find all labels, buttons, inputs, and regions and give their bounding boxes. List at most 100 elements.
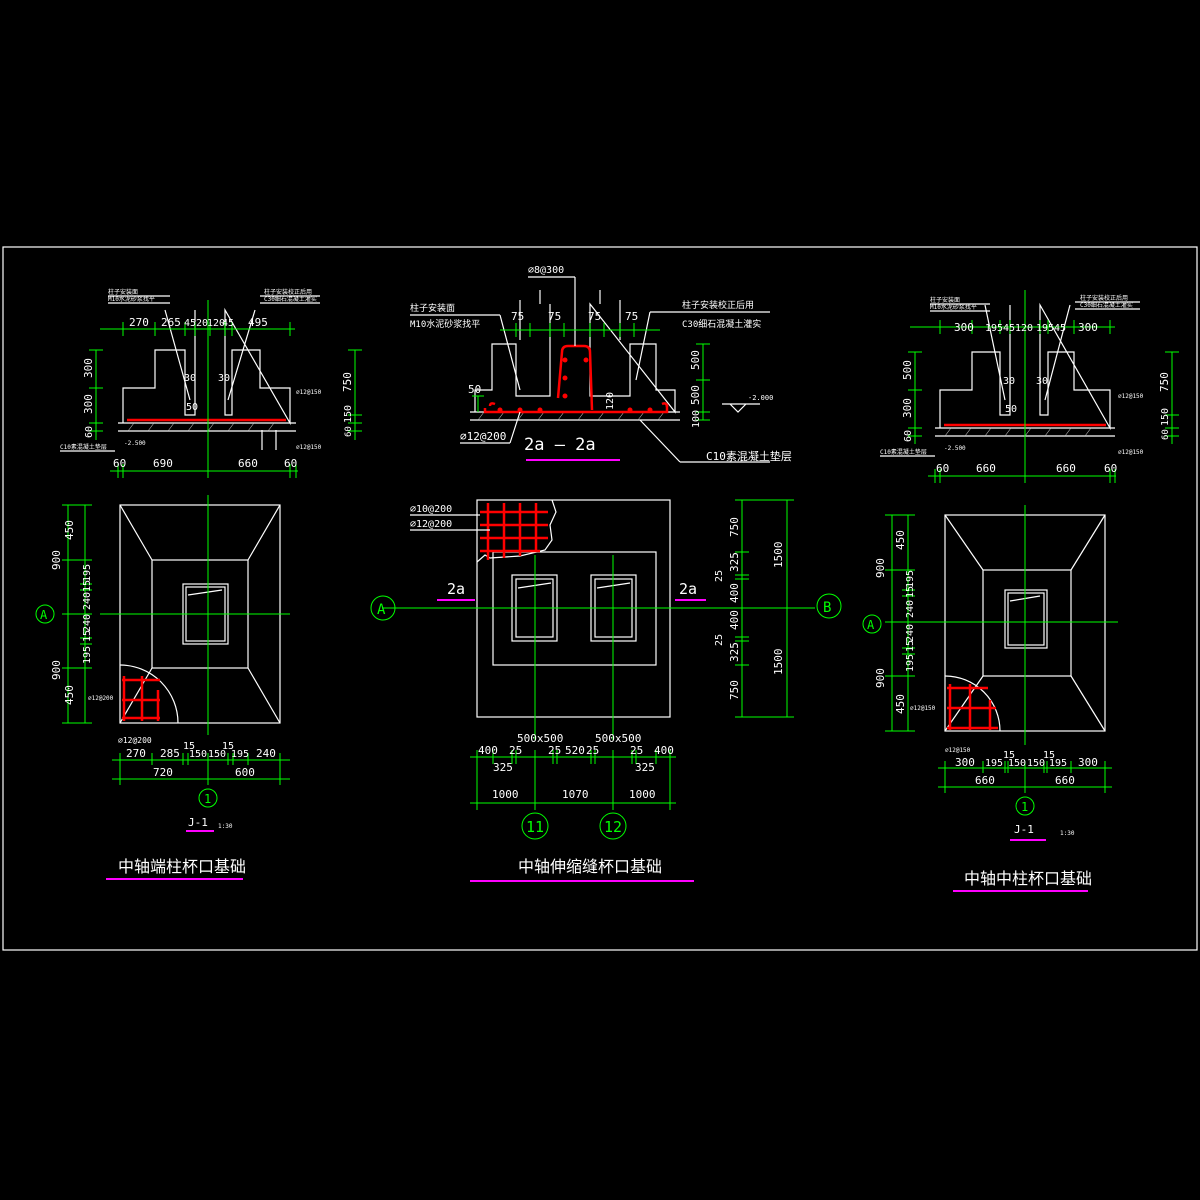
dim-text: 25 [630, 744, 643, 757]
dim-text: 495 [248, 316, 268, 329]
middle-plan-rebar-grid [480, 503, 548, 560]
note-text: 柱子安装校正后用 [264, 288, 312, 296]
dim-text: 450 [63, 520, 76, 540]
rebar-note: ∅12@200 [410, 519, 452, 530]
section-mark: 2a [447, 580, 465, 598]
note-text: M10水泥砂浆找平 [410, 318, 480, 330]
drawing-frame [2, 246, 1198, 951]
dim-text: 400 [728, 583, 741, 603]
dim-text: 150 [1027, 758, 1045, 769]
left-section-outline [122, 307, 291, 426]
axis-label: A [377, 602, 386, 618]
dim-text: 120 [1015, 323, 1033, 334]
dim-text: 500 [901, 360, 914, 380]
dim-text: 400 [478, 744, 498, 757]
note-text: C10素混凝土垫层 [60, 443, 107, 451]
right-plan-rebar-grid [947, 684, 998, 730]
axis-bubble-1 [1015, 796, 1035, 816]
dim-text: 270 [129, 316, 149, 329]
note-text: M10水泥砂浆找平 [108, 295, 155, 303]
dim-text: 195 [1049, 758, 1067, 769]
dim-text: 750 [728, 517, 741, 537]
note-text: 柱子安装面 [108, 288, 138, 296]
axis-label: 1 [204, 792, 211, 806]
dim-text: 265 [161, 316, 181, 329]
dim-text: 240 [82, 592, 93, 610]
middle-section-cup-rebar [556, 344, 594, 411]
axis-label: 12 [604, 818, 622, 836]
dim-text: 195 [985, 758, 1003, 769]
drawing-title-middle: 中轴伸缩缝杯口基础 [518, 857, 662, 876]
dim-text: 50 [468, 383, 481, 396]
dim-text: 300 [901, 398, 914, 418]
elevation-text: -2.000 [748, 394, 773, 402]
dim-text: 120 [207, 318, 225, 329]
dim-text: 15 [1043, 750, 1055, 761]
dim-text: 15 [82, 630, 93, 642]
right-section-view: 300 195 45 120 195 45 300 60 660 660 60 … [880, 290, 1179, 483]
dim-text: 60 [936, 462, 949, 475]
dim-text: 325 [635, 761, 655, 774]
left-section-view: 270 265 45 20 120 45 495 60 690 660 60 3… [60, 288, 362, 478]
dim-text: 150 [189, 749, 207, 760]
dim-text: 150 [343, 405, 354, 423]
dim-text: 750 [1158, 372, 1171, 392]
dim-text: 240 [82, 614, 93, 632]
note-text: ∅12@150 [910, 705, 936, 712]
dim-text: 75 [511, 310, 524, 323]
dim-text: 1000 [492, 788, 519, 801]
dim-text: 60 [344, 426, 354, 437]
note-text: ∅12@200 [88, 695, 114, 702]
dim-text: 285 [160, 747, 180, 760]
dim-text: 75 [588, 310, 601, 323]
dim-text: 15 [905, 586, 916, 598]
axis-bubble-11 [521, 812, 549, 840]
dim-text: 325 [728, 552, 741, 572]
dim-text: 750 [341, 372, 354, 392]
axis-bubble-a [370, 595, 396, 621]
dim-text: 150 [1160, 408, 1171, 426]
dim-text: 900 [50, 550, 63, 570]
note-text: C10素混凝土垫层 [706, 449, 792, 463]
note-text: ∅12@150 [296, 389, 322, 396]
middle-plan-view: ∅10@200 ∅12@200 A B 2a 2a 750 325 25 400… [370, 499, 842, 882]
note-text: ∅12@150 [1118, 449, 1144, 456]
dim-text: 75 [548, 310, 561, 323]
dim-text: 195 [231, 749, 249, 760]
dim-text: 1070 [562, 788, 589, 801]
dim-text: 45 [184, 318, 196, 329]
dim-text: 240 [256, 747, 276, 760]
dim-text: 60 [903, 430, 914, 442]
dim-text: 195 [905, 654, 916, 672]
dim-text: 120 [605, 392, 616, 410]
note-text: 柱子安装校正后用 [1080, 294, 1128, 302]
note-text: C30细石混凝土灌实 [1080, 301, 1133, 309]
dim-text: 75 [625, 310, 638, 323]
dim-text: 300 [954, 321, 974, 334]
dim-text: 660 [975, 774, 995, 787]
axis-bubble-12 [599, 812, 627, 840]
dim-text: 325 [493, 761, 513, 774]
dim-text: 30 [184, 373, 196, 384]
axis-bubble-a [35, 604, 55, 624]
dim-text: 300 [955, 756, 975, 769]
right-section-outline [939, 302, 1111, 431]
axis-label: A [40, 608, 48, 622]
dim-text: 500 [689, 350, 702, 370]
dim-text: 195 [1036, 323, 1054, 334]
elevation-symbol [722, 403, 760, 413]
dim-text: 660 [976, 462, 996, 475]
dim-text: 60 [284, 457, 297, 470]
dim-text: 300 [82, 358, 95, 378]
note-text: ∅12@150 [296, 444, 322, 451]
dim-text: 450 [894, 530, 907, 550]
dim-text: 450 [894, 694, 907, 714]
scale-text: 1:30 [218, 823, 233, 830]
dim-text: 15 [183, 741, 195, 752]
drawing-title-right: 中轴中柱杯口基础 [964, 869, 1092, 888]
dim-text: 1500 [772, 649, 785, 676]
dim-text: 195 [82, 646, 93, 664]
dim-text: 270 [126, 747, 146, 760]
note-text: 柱子安装面 [930, 296, 960, 304]
